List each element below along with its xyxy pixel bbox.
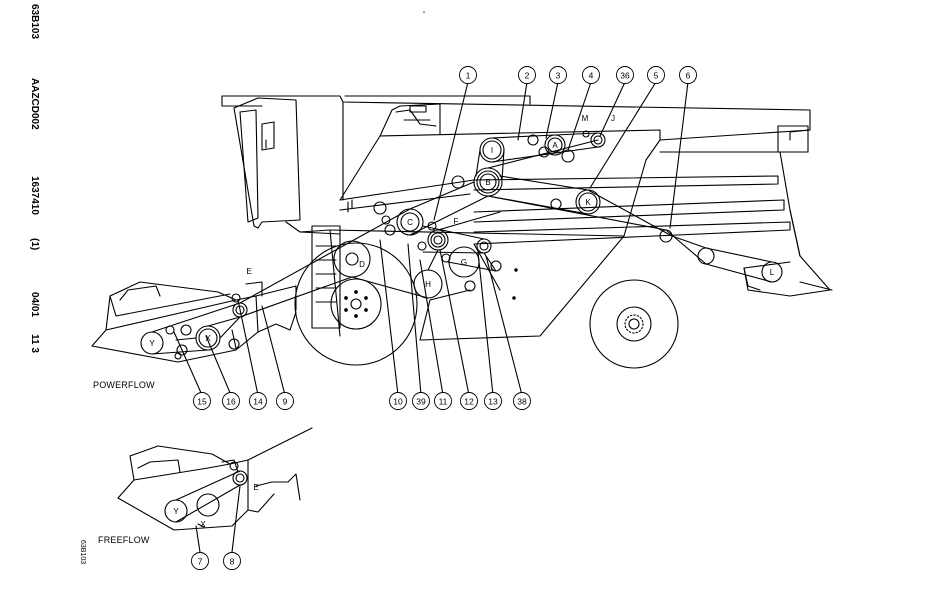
callout-16: 16	[223, 393, 240, 410]
callout-13: 13	[485, 393, 502, 410]
svg-text:16: 16	[226, 397, 236, 407]
svg-text:5: 5	[654, 71, 659, 81]
pulley-letter-e: E	[246, 267, 251, 276]
pulley-letter-b: B	[485, 178, 490, 187]
svg-text:38: 38	[517, 397, 527, 407]
svg-text:36: 36	[620, 71, 630, 81]
svg-text:3: 3	[556, 71, 561, 81]
pulley-letter-j: J	[611, 114, 615, 123]
callout-1: 1	[460, 67, 477, 84]
callout-15: 15	[194, 393, 211, 410]
callout-12: 12	[461, 393, 478, 410]
rear-wheel	[590, 280, 678, 368]
pulley-letter-c: C	[407, 218, 413, 227]
svg-text:2: 2	[525, 71, 530, 81]
pulley-letter-g: G	[461, 258, 467, 267]
pulley-letter-y: Y	[149, 339, 155, 348]
pulley-letter-h: H	[425, 280, 431, 289]
callout-5: 5	[648, 67, 665, 84]
feeder-house	[312, 226, 340, 328]
freeflow-letter-x: X	[200, 520, 206, 529]
freeflow-letter-y: Y	[173, 507, 179, 516]
svg-text:39: 39	[416, 397, 426, 407]
front-wheel	[295, 243, 417, 365]
pulley-letter-k: K	[585, 198, 591, 207]
svg-text:12: 12	[464, 397, 474, 407]
freeflow-letter-e: E	[253, 483, 258, 492]
callout-8: 8	[224, 553, 241, 570]
pulley-letter-m: M	[582, 114, 589, 123]
callout-7: 7	[192, 553, 209, 570]
callout-11: 11	[435, 393, 452, 410]
svg-text:13: 13	[488, 397, 498, 407]
pulley-letter-i: I	[491, 146, 493, 155]
callout-4: 4	[583, 67, 600, 84]
svg-text:15: 15	[197, 397, 207, 407]
svg-text:8: 8	[230, 557, 235, 567]
svg-text:14: 14	[253, 397, 263, 407]
svg-text:7: 7	[198, 557, 203, 567]
pulley-letter-group: I A M J B K C F D G H L E X Y E Y X	[149, 114, 774, 529]
svg-text:1: 1	[466, 71, 471, 81]
callout-38: 38	[514, 393, 531, 410]
pulley-letter-a: A	[552, 141, 558, 150]
svg-text:9: 9	[283, 397, 288, 407]
callout-9: 9	[277, 393, 294, 410]
callout-2: 2	[519, 67, 536, 84]
svg-text:4: 4	[589, 71, 594, 81]
pulley-letter-x: X	[205, 334, 211, 343]
callout-36: 36	[617, 67, 634, 84]
svg-text:10: 10	[393, 397, 403, 407]
callout-group: 1 2 3 4 36 5 6 15 16 14 9 10 39 11 12 13…	[192, 67, 697, 570]
callout-10: 10	[390, 393, 407, 410]
pulley-letter-l: L	[770, 268, 775, 277]
callout-6: 6	[680, 67, 697, 84]
svg-text:6: 6	[686, 71, 691, 81]
pulley-letter-f: F	[454, 217, 459, 226]
callout-3: 3	[550, 67, 567, 84]
callout-39: 39	[413, 393, 430, 410]
svg-text:11: 11	[439, 397, 448, 407]
callout-14: 14	[250, 393, 267, 410]
pulley-letter-d: D	[359, 260, 365, 269]
